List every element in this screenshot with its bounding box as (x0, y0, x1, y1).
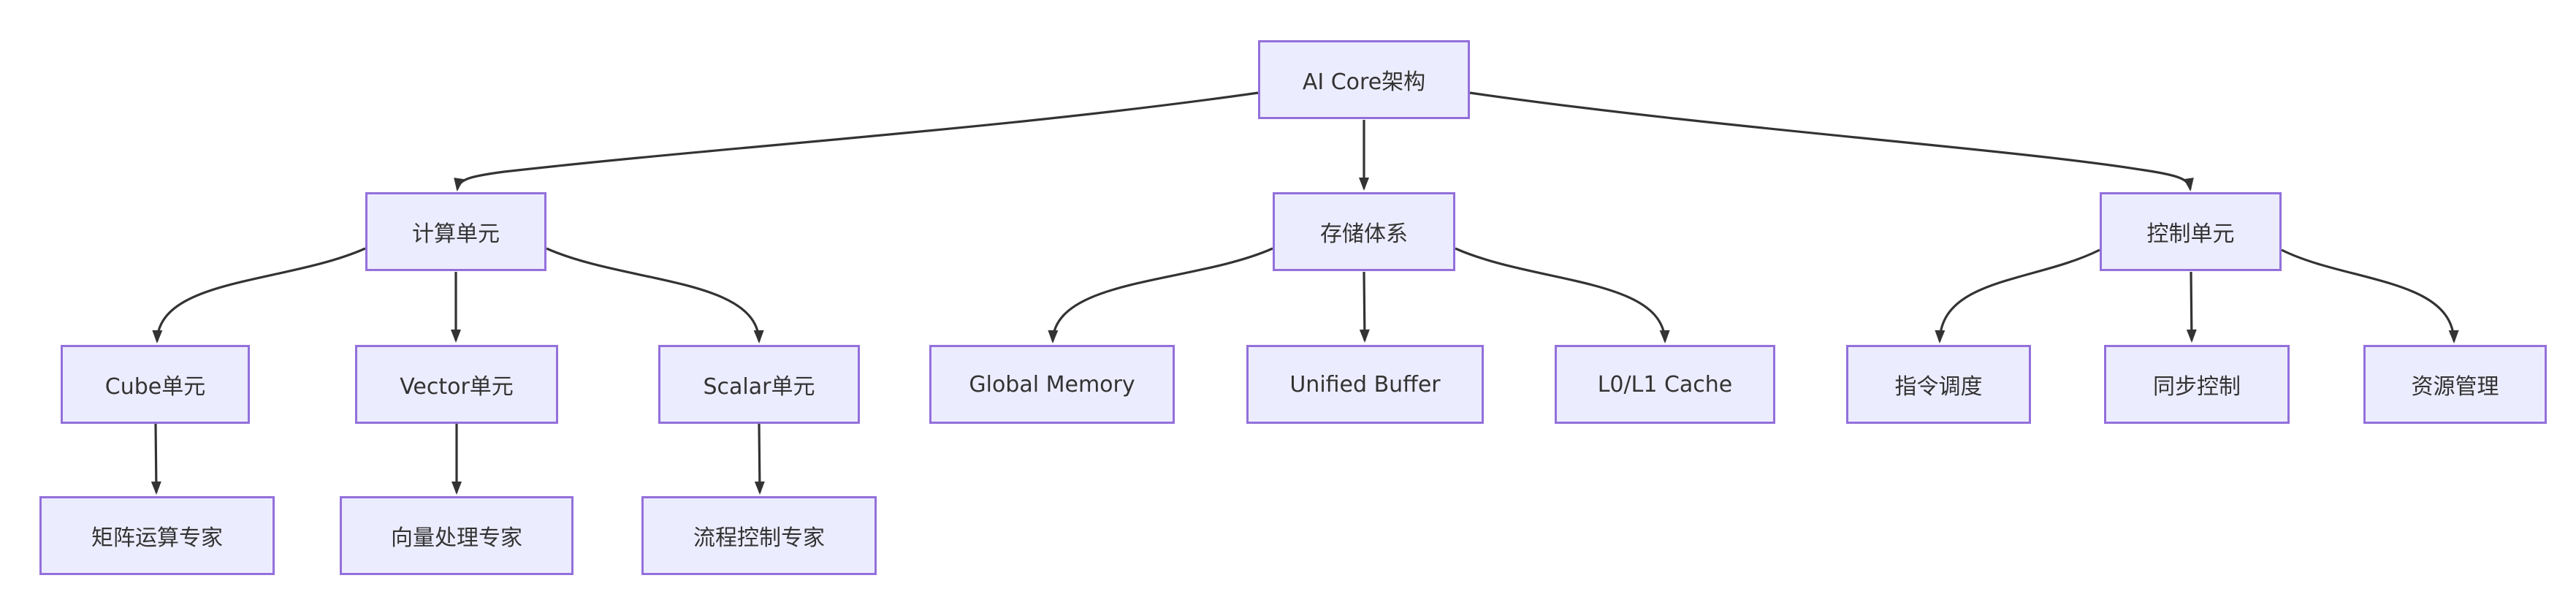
node-ai-core-root: AI Core架构 (1258, 40, 1470, 119)
node-cube-unit: Cube单元 (61, 345, 250, 424)
edge-storage-global-memory (1048, 247, 1273, 343)
node-matrix-expert: 矩阵运算专家 (39, 496, 275, 575)
node-unified-buffer: Unified Buffer (1246, 345, 1484, 424)
node-storage-system: 存储体系 (1273, 192, 1455, 271)
node-vector-expert: 向量处理专家 (340, 496, 573, 575)
node-flow-expert: 流程控制专家 (641, 496, 877, 575)
edge-compute-cube (152, 247, 366, 343)
node-global-memory: Global Memory (929, 345, 1175, 424)
node-resource-management: 资源管理 (2363, 345, 2547, 424)
node-control-unit: 控制单元 (2100, 192, 2282, 271)
edge-root-compute (454, 91, 1259, 191)
node-scalar-unit: Scalar单元 (658, 345, 860, 424)
edge-compute-scalar (546, 247, 764, 343)
node-sync-control: 同步控制 (2104, 345, 2290, 424)
node-l0-l1-cache: L0/L1 Cache (1555, 345, 1775, 424)
edge-control-sync-control (2186, 271, 2197, 343)
edge-scalar-flow-expert (754, 423, 765, 495)
edge-control-resource-management (2281, 248, 2459, 343)
node-compute-unit: 计算单元 (365, 192, 546, 271)
node-vector-unit: Vector单元 (355, 345, 558, 424)
node-instruction-scheduling: 指令调度 (1846, 345, 2031, 424)
edge-storage-unified-buffer (1359, 271, 1370, 343)
edge-storage-l0-l1-cache (1455, 247, 1670, 343)
edge-control-instruction-scheduling (1935, 248, 2100, 343)
edge-root-control (1469, 91, 2194, 191)
